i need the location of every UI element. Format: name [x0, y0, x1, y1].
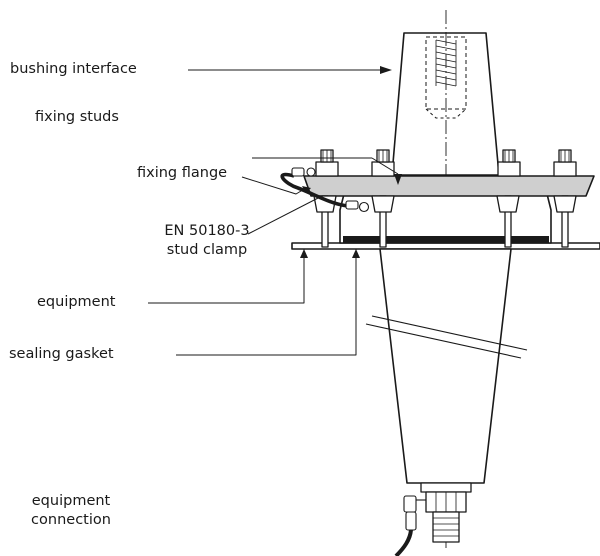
label-equipment: equipment	[37, 294, 116, 310]
break-line-b	[365, 323, 522, 359]
bottom-terminal	[420, 482, 472, 543]
label-fixing-flange: fixing flange	[137, 165, 228, 181]
fixing-flange-plate	[303, 175, 595, 197]
insert-bottom	[425, 108, 467, 119]
label-stud-clamp: EN 50180-3 stud clamp	[162, 222, 252, 260]
label-stud-clamp-line1: EN 50180-3	[164, 223, 250, 239]
fixing-studs-pointer	[371, 157, 399, 175]
bottom-cable	[394, 529, 413, 556]
flange-body	[339, 189, 552, 244]
label-equipment-connection: equipment connection	[26, 492, 116, 530]
leader-lines	[148, 69, 382, 356]
break-line-a	[371, 315, 528, 351]
label-sealing-gasket: sealing gasket	[9, 346, 114, 362]
stud-clamp-lug-bottom	[345, 200, 370, 213]
label-fixing-studs: fixing studs	[35, 109, 119, 125]
earth-cable	[280, 172, 349, 208]
sealing-gasket-shape	[343, 236, 549, 243]
label-stud-clamp-line2: stud clamp	[166, 242, 248, 258]
label-equipment-connection-line2: connection	[31, 512, 111, 528]
equipment-plate	[291, 242, 600, 250]
arrowheads	[300, 66, 402, 258]
stud-clamp-lug-top	[291, 167, 316, 177]
stud-nuts	[315, 149, 577, 177]
label-bushing-interface: bushing interface	[10, 61, 137, 77]
lower-cone	[379, 248, 512, 484]
bottom-lug	[403, 495, 417, 531]
label-equipment-connection-line1: equipment	[31, 493, 111, 509]
